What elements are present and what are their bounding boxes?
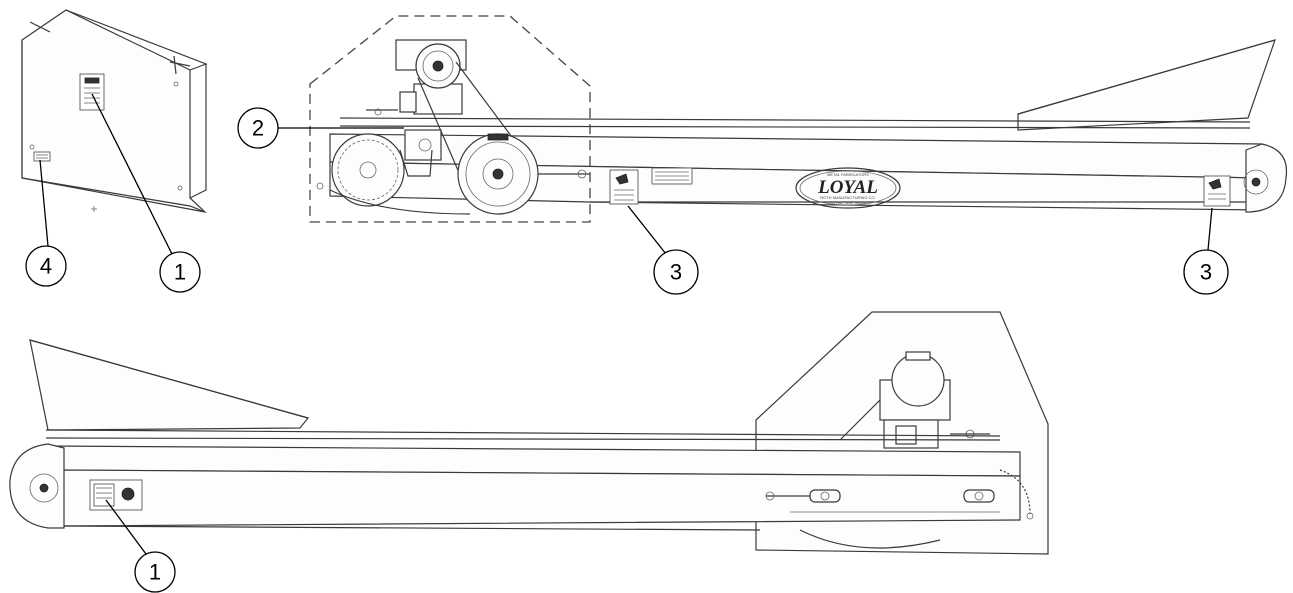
- callout-3-right: 3: [1183, 207, 1229, 295]
- callout-4-small-decal: 4: [25, 159, 67, 287]
- callout-label: 2: [252, 116, 264, 141]
- callout-2-guard: 2: [237, 107, 404, 149]
- belt-guard-outline: [309, 15, 591, 223]
- callout-label: 3: [670, 260, 682, 285]
- cover-small-decal: [33, 151, 51, 162]
- conveyor-top-view: METAL FABRICATORS LOYAL ROTH MANUFACTURI…: [309, 15, 1288, 223]
- callout-3-left: 3: [627, 205, 699, 295]
- conveyor-bottom-view: [9, 311, 1049, 555]
- callout-label: 1: [174, 260, 186, 285]
- manufacturer-logo: METAL FABRICATORS LOYAL ROTH MANUFACTURI…: [795, 167, 901, 209]
- callout-1-cover: 1: [91, 93, 201, 293]
- callout-1-lower: 1: [105, 499, 176, 593]
- logo-name: LOYAL: [817, 177, 878, 198]
- callout-label: 1: [149, 560, 161, 585]
- logo-location: LOYAL, WIS. 54446: [830, 200, 866, 205]
- logo-top-line: METAL FABRICATORS: [827, 172, 869, 177]
- logo-bottom-line: ROTH MANUFACTURING CO.: [820, 195, 876, 200]
- callout-label: 4: [40, 254, 52, 279]
- belt-guard-cover: [21, 9, 208, 213]
- callout-label: 3: [1200, 260, 1212, 285]
- drive-assembly: [316, 39, 590, 215]
